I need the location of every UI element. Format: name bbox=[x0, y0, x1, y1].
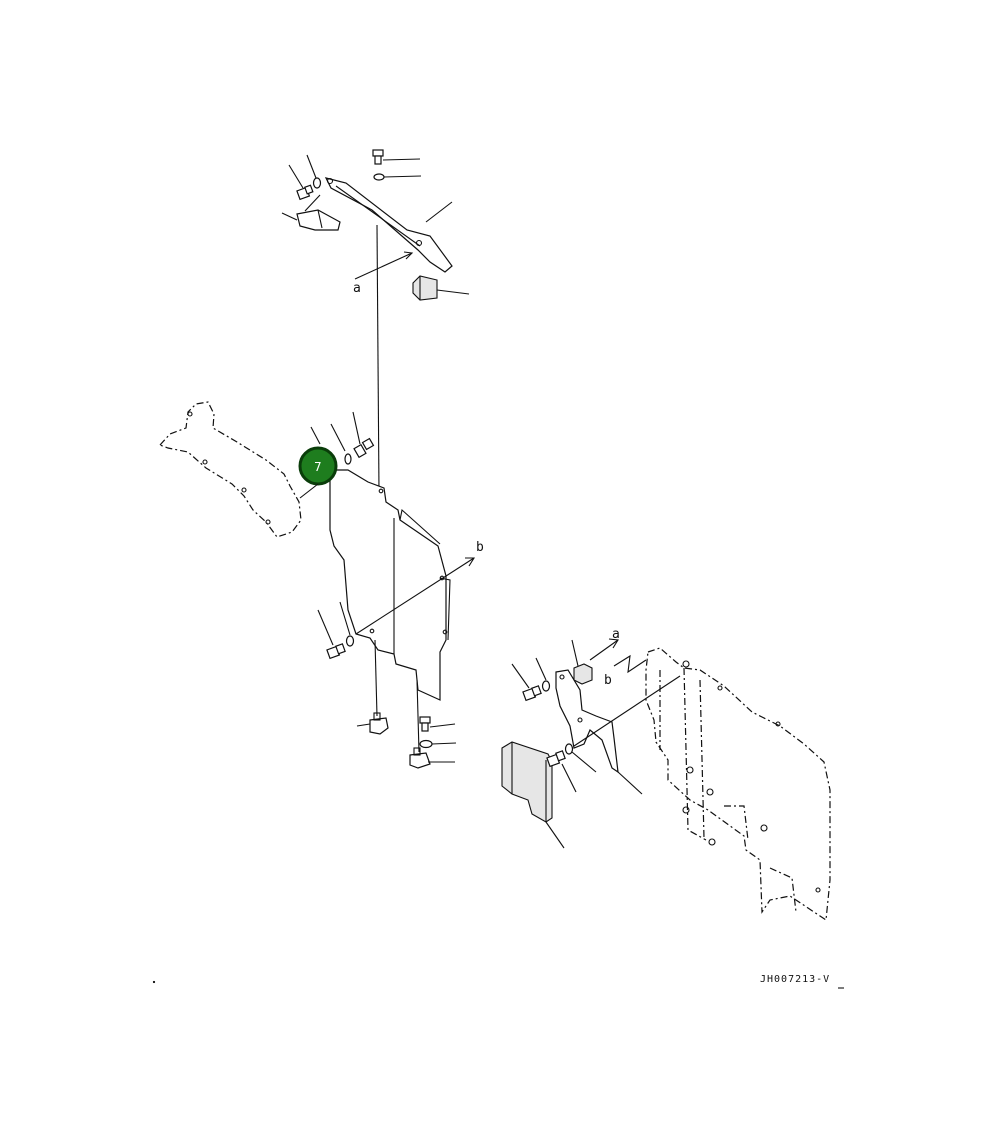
right-frame-phantom bbox=[645, 647, 831, 922]
washer-top-left bbox=[312, 177, 322, 189]
middle-plate-assembly: b bbox=[310, 411, 484, 769]
bolt-right-upper bbox=[522, 685, 542, 702]
bolt-middle-lower bbox=[326, 643, 346, 660]
bolt-clip bbox=[419, 716, 431, 732]
insulation-pad bbox=[501, 741, 553, 823]
bolt-top-left bbox=[296, 184, 314, 201]
bolt-middle-upper bbox=[353, 437, 375, 459]
top-bracket-assembly: a bbox=[281, 149, 470, 494]
ref-label-b-right: b bbox=[604, 673, 612, 688]
callout-badge[interactable]: 7 bbox=[298, 446, 338, 499]
drawing-code: JH007213-V bbox=[760, 974, 830, 985]
washer-clip bbox=[419, 739, 433, 749]
clip-right bbox=[409, 752, 431, 769]
washer-middle-upper bbox=[344, 453, 352, 465]
right-bracket bbox=[555, 669, 619, 774]
right-assembly: a b bbox=[501, 627, 831, 922]
left-frame-phantom bbox=[158, 401, 302, 538]
ref-label-a-right: a bbox=[612, 627, 620, 642]
bolt-top bbox=[372, 149, 384, 165]
washer-middle-lower bbox=[345, 635, 355, 647]
washer-top bbox=[373, 173, 385, 181]
washer-right-lower bbox=[564, 743, 574, 755]
ref-label-a-top: a bbox=[353, 281, 361, 296]
bolt-right-lower bbox=[546, 750, 566, 768]
callout-number: 7 bbox=[314, 460, 322, 474]
cover-plate bbox=[329, 469, 447, 701]
ref-label-b-mid: b bbox=[476, 540, 484, 555]
clip-left bbox=[369, 717, 389, 735]
rubber-block bbox=[412, 275, 438, 301]
small-block bbox=[573, 663, 593, 685]
washer-right-upper bbox=[541, 680, 551, 692]
